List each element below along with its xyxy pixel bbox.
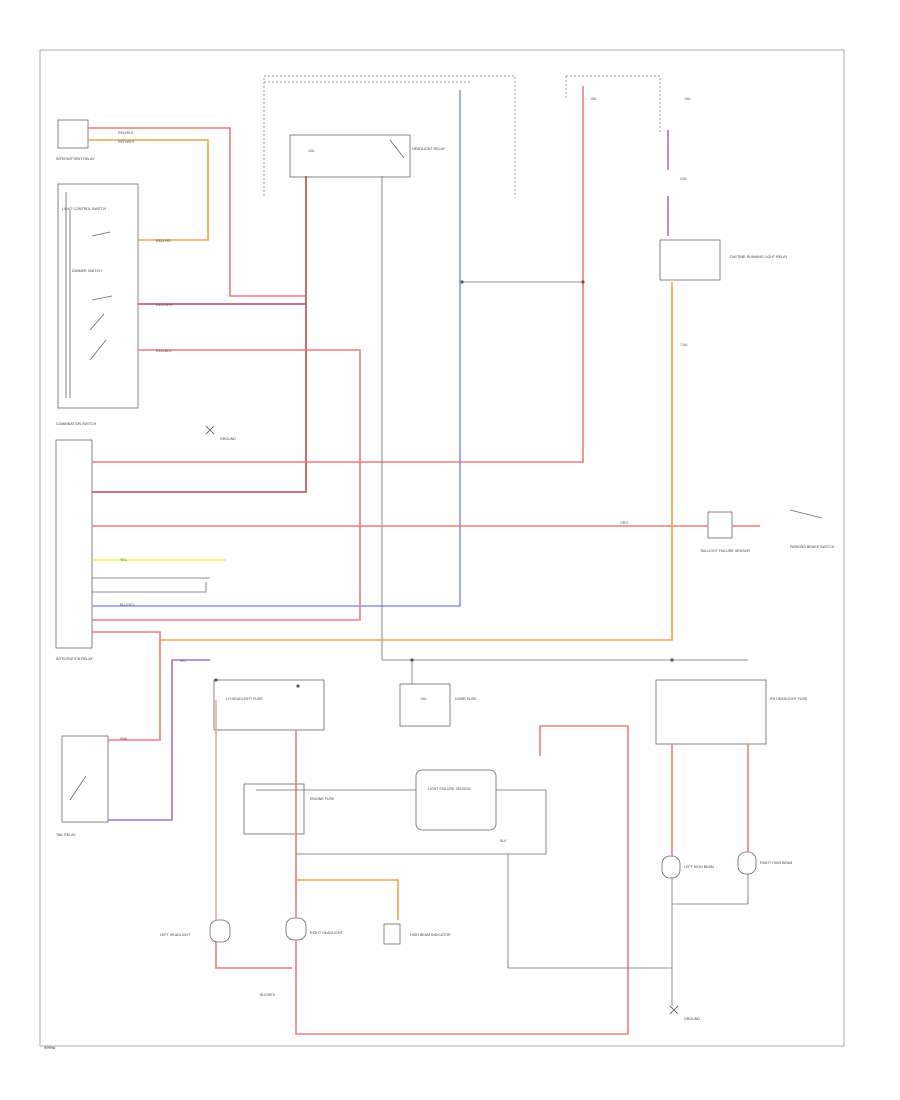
diagram-frame — [39, 49, 845, 1047]
splice-dot — [410, 658, 414, 662]
wire-tag: RED/BLK — [118, 131, 134, 135]
fuse-label: 10A — [308, 149, 315, 153]
red-wire — [92, 631, 161, 741]
wire-tag: VIO — [180, 659, 186, 663]
ground-right-label: GROUND — [684, 1017, 700, 1021]
high-beam-indicator-label: HIGH BEAM INDICATOR — [410, 933, 451, 937]
wire-tag: RED/BLU — [156, 349, 172, 353]
splice-dot — [581, 280, 585, 284]
parking-brake-label: PARKING BRAKE SWITCH — [790, 545, 835, 549]
orange-wire — [160, 282, 673, 641]
right-high-beam: RIGHT HIGH BEAM — [737, 851, 792, 875]
parking-brake-switch: PARKING BRAKE SWITCH — [789, 509, 835, 549]
wire-tag: RED/GRN — [156, 303, 173, 307]
engine-fuse-block: ENGINE FUSE — [243, 783, 335, 835]
left-high-beam: LEFT HIGH BEAM — [661, 855, 714, 879]
black-wire — [92, 582, 207, 593]
splice-dot — [460, 280, 464, 284]
headlight-relay-label: HEADLIGHT RELAY — [412, 147, 446, 151]
dome-fuse-block: DOME FUSE — [399, 683, 477, 727]
headlight-relay: HEADLIGHT RELAY — [289, 134, 446, 178]
ground-symbol-right: GROUND — [669, 1005, 700, 1021]
orange-wire — [88, 139, 209, 241]
fuse-label: 15A — [684, 97, 691, 101]
left-high-beam-label: LEFT HIGH BEAM — [684, 865, 714, 869]
dark-red-wire — [92, 176, 307, 493]
fuse-labels: 10A 15A 15A 10A 7.5A 15A — [308, 97, 691, 701]
red-wire — [92, 349, 361, 621]
wire-tag: RED/YEL — [156, 239, 171, 243]
light-failure-sensor-label: LIGHT FAILURE SENSOR — [428, 787, 471, 791]
wire-tag: ORG — [620, 521, 628, 525]
intermittent-relay-label: INTERMITTENT RELAY — [56, 157, 95, 161]
ground-left-label: GROUND — [220, 437, 236, 441]
wire-tags: RED/BLK RED/WHT RED/YEL RED/GRN RED/BLU … — [118, 131, 628, 997]
blue-wire — [92, 90, 461, 607]
splice-dot — [296, 684, 300, 688]
tail-relay: TAIL RELAY — [56, 735, 109, 837]
black-wire — [507, 854, 672, 969]
light-control-switch-label: LIGHT CONTROL SWITCH — [62, 207, 107, 211]
right-fuse-block: RH HEADLIGHT FUSE — [655, 679, 808, 745]
left-headlight-label: LEFT HEADLIGHT — [160, 933, 191, 937]
black-wire — [672, 874, 749, 905]
wire-tag: BLK — [500, 839, 507, 843]
red-wire — [215, 942, 292, 969]
splice-dot — [670, 658, 674, 662]
combination-switch: COMBINATION SWITCH LIGHT CONTROL SWITCH … — [56, 183, 139, 426]
ground-symbol-left: GROUND — [205, 425, 236, 441]
taillight-failure-sensor: TAILLIGHT FAILURE SENSOR — [700, 511, 750, 553]
taillight-failure-sensor-label: TAILLIGHT FAILURE SENSOR — [700, 549, 750, 553]
splice-dot — [214, 678, 218, 682]
integration-relay: INTEGRATION RELAY — [55, 439, 93, 661]
high-beam-indicator: HIGH BEAM INDICATOR — [383, 923, 451, 945]
fuse-label: 15A — [420, 697, 427, 701]
headlight-fuse-right-label: RH HEADLIGHT FUSE — [770, 697, 808, 701]
right-headlight-label: RIGHT HEADLIGHT — [310, 931, 343, 935]
headlight-fuse-left-label: LH HEADLIGHT FUSE — [226, 697, 263, 701]
diagram-code: 9999a — [44, 1045, 56, 1050]
wire-tag: PNK — [120, 737, 128, 741]
intermittent-relay: INTERMITTENT RELAY — [56, 119, 95, 161]
daytime-running-relay-label: DAYTIME RUNNING LIGHT RELAY — [730, 255, 788, 259]
fuse-label: 10A — [680, 177, 687, 181]
red-wire — [88, 127, 306, 297]
red-wire — [295, 725, 629, 1035]
wires — [88, 86, 760, 1035]
black-wire — [296, 789, 547, 855]
wire-tag: BLU/YEL — [120, 603, 135, 607]
integration-relay-label: INTEGRATION RELAY — [56, 657, 93, 661]
fuse-box-outline — [263, 75, 661, 198]
right-headlight: RIGHT HEADLIGHT — [285, 917, 343, 941]
left-headlight: LEFT HEADLIGHT — [160, 919, 231, 943]
black-wire — [381, 176, 748, 661]
fuse-label: 15A — [590, 97, 597, 101]
red-wire — [92, 86, 584, 463]
purple-wire — [108, 659, 180, 821]
wire-tag: RED/WHT — [118, 140, 136, 144]
left-fuse-block: LH HEADLIGHT FUSE — [213, 679, 325, 731]
daytime-running-relay: DAYTIME RUNNING LIGHT RELAY — [659, 239, 788, 281]
light-failure-sensor: LIGHT FAILURE SENSOR — [415, 769, 497, 831]
engine-fuse-label: ENGINE FUSE — [310, 797, 335, 801]
right-high-beam-label: RIGHT HIGH BEAM — [760, 861, 792, 865]
orange-wire — [296, 879, 399, 920]
dome-fuse-label: DOME FUSE — [455, 697, 477, 701]
wire-tag: BLK/RED — [260, 993, 276, 997]
tail-relay-label: TAIL RELAY — [56, 833, 76, 837]
combination-switch-label: COMBINATION SWITCH — [56, 422, 97, 426]
fuse-label: 7.5A — [680, 343, 688, 347]
dimmer-switch-label: DIMMER SWITCH — [72, 269, 102, 273]
wire-tag: YEL — [120, 558, 127, 562]
